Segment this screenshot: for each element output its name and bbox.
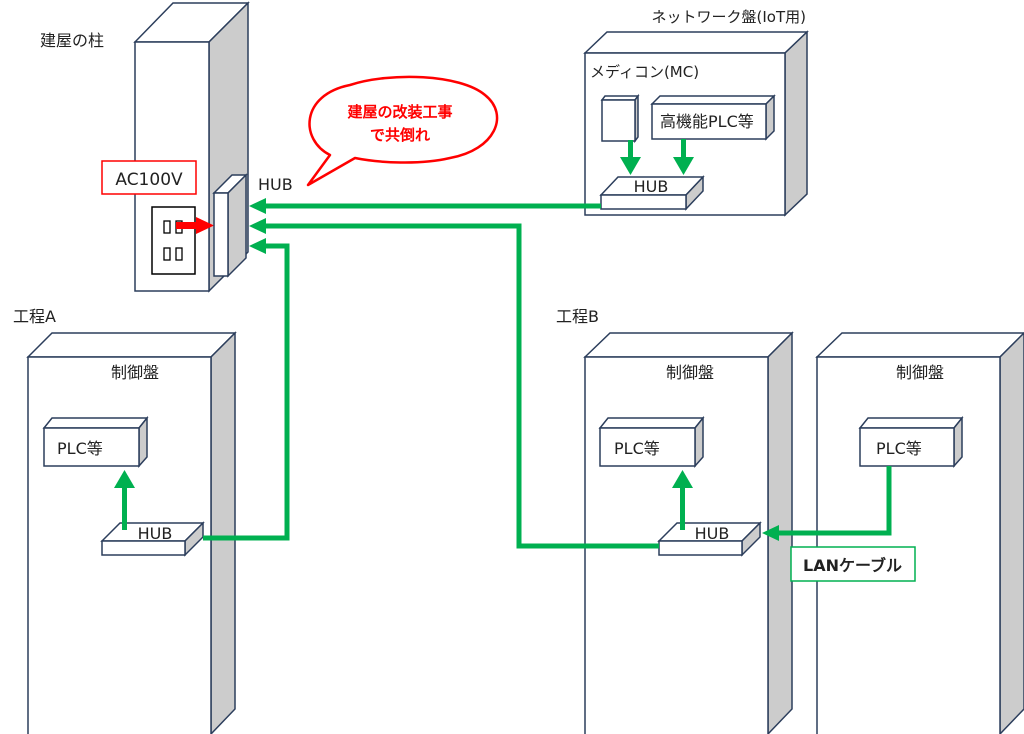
- pillar-label: 建屋の柱: [40, 31, 104, 50]
- cable-network-to-pillar: [249, 198, 601, 214]
- cable-panel2-plc-to-hub: [762, 466, 892, 541]
- process-b-plc-2-label: PLC等: [876, 439, 922, 458]
- high-function-plc-label: 高機能PLC等: [660, 112, 754, 131]
- network-panel-hub-label: HUB: [634, 177, 669, 196]
- process-a-hub: [100, 521, 205, 557]
- warning-callout: 建屋の改装工事 で共倒れ: [306, 75, 499, 187]
- plc-to-hub-arrow: [673, 139, 694, 175]
- process-b-panel-2-label: 制御盤: [896, 363, 944, 382]
- process-b-plc-1: [598, 415, 705, 468]
- process-a-plc: [42, 415, 149, 468]
- process-b-label: 工程B: [556, 307, 599, 326]
- cable-process-a-to-pillar: [203, 238, 290, 541]
- lan-cable-label: LANケーブル: [803, 556, 902, 575]
- high-function-plc: [650, 94, 776, 141]
- callout-line-1: 建屋の改装工事: [347, 103, 452, 121]
- power-arrow: [176, 217, 214, 234]
- mc-label: メディコン(MC): [590, 63, 699, 81]
- pillar-hub-label: HUB: [258, 175, 293, 194]
- network-panel-hub: [599, 175, 705, 211]
- process-b-panel-1-label: 制御盤: [666, 363, 714, 382]
- process-a-panel-label: 制御盤: [111, 363, 159, 382]
- process-b-plc-2: [858, 415, 964, 468]
- pillar-hub: [212, 173, 248, 278]
- process-b-hub: [657, 521, 762, 557]
- mc-to-hub-arrow: [620, 140, 641, 175]
- lan-cable-label-box: LANケーブル: [790, 546, 916, 582]
- process-b-plc-1-label: PLC等: [614, 439, 660, 458]
- callout-line-2: で共倒れ: [370, 126, 430, 144]
- cable-process-b-to-pillar: [249, 218, 659, 549]
- ac100v-label: AC100V: [115, 170, 183, 190]
- mc-device: [600, 93, 640, 144]
- process-a-hub-to-plc-arrow: [114, 470, 135, 530]
- power-outlet-icon: [151, 206, 196, 275]
- ac100v-label-box: AC100V: [101, 160, 197, 195]
- process-a-label: 工程A: [13, 307, 56, 326]
- network-panel-title: ネットワーク盤(IoT用): [652, 8, 806, 26]
- process-a-hub-label: HUB: [138, 524, 173, 543]
- process-b-hub-label: HUB: [695, 524, 730, 543]
- process-a-plc-label: PLC等: [57, 439, 103, 458]
- process-b-hub-to-plc-arrow: [672, 470, 693, 530]
